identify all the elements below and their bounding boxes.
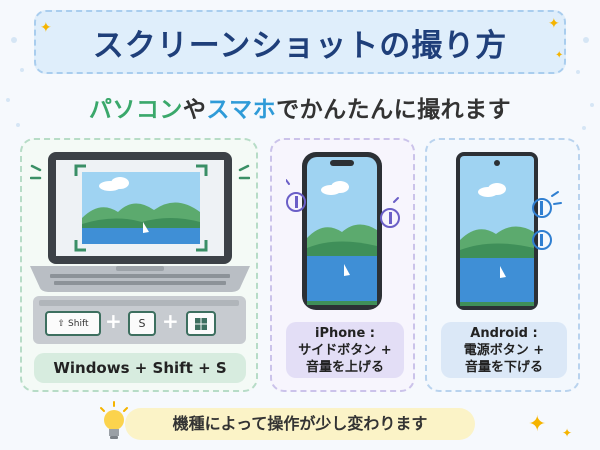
iphone-caption-line1: iPhone :	[315, 325, 375, 341]
shift-key-label: Shift	[68, 318, 89, 329]
shift-arrow-icon: ⇧	[57, 318, 66, 329]
keyboard-row: ⇧Shift + S +	[33, 296, 246, 344]
iphone-caption-line2: サイドボタン +	[298, 342, 392, 358]
subtitle-sp: スマホ	[206, 97, 277, 123]
subtitle-ya: や	[182, 97, 207, 123]
pc-shortcut-text: Windows + Shift + S	[53, 358, 227, 377]
plus-sign: +	[162, 309, 179, 333]
sparkle-icon: ✦	[40, 20, 52, 36]
android-caption-line2: 電源ボタン +	[463, 342, 545, 358]
subtitle-rest: でかんたんに撮れます	[276, 97, 512, 123]
iphone-caption-line3: 音量を上げる	[305, 359, 384, 375]
android-caption: Android : 電源ボタン + 音量を下げる	[441, 322, 567, 378]
android-illustration	[456, 152, 562, 310]
sparkle-icon: ✦	[555, 50, 564, 61]
subtitle: パソコンやスマホでかんたんに撮れます	[0, 90, 600, 124]
keyboard-keys-row	[39, 300, 239, 306]
pc-shortcut-caption: Windows + Shift + S	[34, 353, 246, 383]
lightbulb-icon	[100, 401, 128, 439]
iphone-illustration	[286, 152, 400, 310]
sparkle-icon: ✦	[528, 412, 547, 437]
subtitle-pc: パソコン	[88, 97, 183, 123]
sparkle-icon: ✦	[562, 426, 573, 440]
s-key-label: S	[138, 317, 146, 330]
android-caption-line3: 音量を下げる	[464, 359, 543, 375]
android-caption-line1: Android :	[470, 325, 538, 341]
s-key: S	[128, 311, 156, 336]
page-title: スクリーンショットの撮り方	[92, 27, 508, 64]
bottom-note-text: 機種によって操作が少し変わります	[172, 414, 428, 433]
bottom-note: 機種によって操作が少し変わります	[125, 408, 475, 440]
sparkle-icon: ✦	[548, 16, 560, 32]
landscape-image	[82, 172, 200, 244]
title-banner: スクリーンショットの撮り方	[34, 10, 566, 74]
laptop-illustration	[30, 152, 250, 292]
windows-key	[186, 311, 216, 336]
iphone-caption: iPhone : サイドボタン + 音量を上げる	[286, 322, 404, 378]
shift-key: ⇧Shift	[45, 311, 101, 336]
windows-logo-icon	[195, 317, 207, 330]
plus-sign: +	[105, 309, 122, 333]
